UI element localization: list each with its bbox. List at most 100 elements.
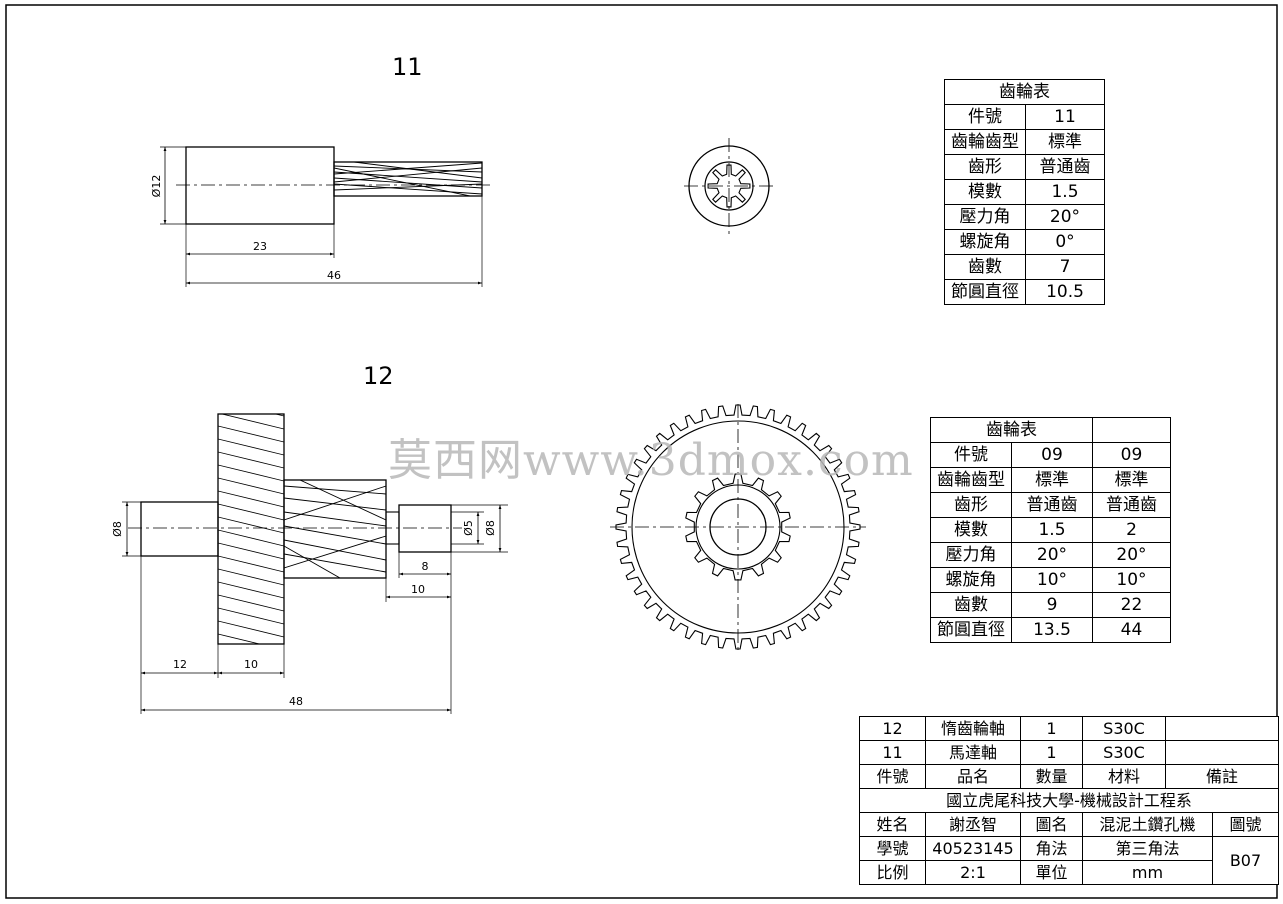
bom-cell: 1 xyxy=(1020,716,1083,741)
name-value: 謝丞智 xyxy=(925,812,1021,837)
bom-cell: 11 xyxy=(859,740,926,765)
id-value: 40523145 xyxy=(925,836,1021,861)
part12-dim-len-hub2: 10 xyxy=(411,583,425,596)
gear-tooth-line xyxy=(218,529,284,547)
table-cell: 10° xyxy=(1092,567,1171,593)
table-cell: 壓力角 xyxy=(944,204,1026,230)
table-cell: 0° xyxy=(1025,229,1105,255)
gear-tooth-line xyxy=(218,503,284,521)
bom-cell: 馬達軸 xyxy=(925,740,1021,765)
table-cell: 齒數 xyxy=(944,254,1026,280)
part11-label: 11 xyxy=(392,53,423,81)
table-cell: 標準 xyxy=(1011,467,1093,493)
unit-value: mm xyxy=(1082,860,1213,885)
gear-tooth-line xyxy=(218,607,284,625)
gear-tooth-line xyxy=(218,438,284,456)
part12-dim-d-small: Ø5 xyxy=(462,520,475,536)
table-cell: 模數 xyxy=(930,517,1012,543)
scale-value: 2:1 xyxy=(925,860,1021,885)
bom-cell: S30C xyxy=(1082,740,1166,765)
table-cell: 44 xyxy=(1092,617,1171,643)
idler-shaft-side-view xyxy=(122,413,508,714)
table-cell: 09 xyxy=(1092,442,1171,468)
table-cell: 20° xyxy=(1025,204,1105,230)
table-cell: 齒輪齒型 xyxy=(930,467,1012,493)
table-cell: 22 xyxy=(1092,592,1171,618)
gear-tooth-line xyxy=(218,594,284,612)
scale-label: 比例 xyxy=(859,860,926,885)
gear-tooth-line xyxy=(218,477,284,495)
table-cell: 普通齒 xyxy=(1011,492,1093,518)
part11-dim-len1: 23 xyxy=(253,240,267,253)
part12-dim-len-total: 48 xyxy=(289,695,303,708)
gear-tooth-line xyxy=(218,555,284,573)
table-cell: 普通齒 xyxy=(1092,492,1171,518)
school-name: 國立虎尾科技大學-機械設計工程系 xyxy=(859,788,1279,813)
table-cell xyxy=(1092,417,1171,443)
id-label: 學號 xyxy=(859,836,926,861)
part12-dim-d-right: Ø8 xyxy=(484,520,497,536)
part12-dim-len-shaft: 12 xyxy=(173,658,187,671)
table-cell: 螺旋角 xyxy=(930,567,1012,593)
table-cell: 9 xyxy=(1011,592,1093,618)
gear-table-title: 齒輪表 xyxy=(930,417,1093,443)
gear-tooth-line xyxy=(218,490,284,508)
gear-tooth-line xyxy=(218,568,284,586)
table-cell: 模數 xyxy=(944,179,1026,205)
part11-dim-diameter: Ø12 xyxy=(150,175,163,198)
motor-shaft-end-view xyxy=(684,138,774,234)
watermark: 莫西网www.3dmox.com xyxy=(388,435,914,486)
table-cell: 齒輪齒型 xyxy=(944,129,1026,155)
table-cell: 13.5 xyxy=(1011,617,1093,643)
bom-cell: 惰齒輪軸 xyxy=(925,716,1021,741)
angle-label: 角法 xyxy=(1020,836,1083,861)
bom-header: 備註 xyxy=(1165,764,1279,789)
name-label: 姓名 xyxy=(859,812,926,837)
angle-value: 第三角法 xyxy=(1082,836,1213,861)
table-cell: 齒數 xyxy=(930,592,1012,618)
table-cell: 普通齒 xyxy=(1025,154,1105,180)
number-value: B07 xyxy=(1212,836,1279,885)
table-cell: 7 xyxy=(1025,254,1105,280)
idler-gear-end-view xyxy=(610,404,866,652)
part12-dim-len-gear: 10 xyxy=(244,658,258,671)
bom-cell: S30C xyxy=(1082,716,1166,741)
gear-tooth-line xyxy=(218,620,284,638)
table-cell: 件號 xyxy=(944,104,1026,130)
table-cell: 10° xyxy=(1011,567,1093,593)
title-block: 12 惰齒輪軸 1 S30C 11 馬達軸 1 S30C 件號 品名 數量 材料… xyxy=(859,716,1279,885)
bom-cell: 1 xyxy=(1020,740,1083,765)
table-cell: 標準 xyxy=(1025,129,1105,155)
gear-tooth-line xyxy=(218,581,284,599)
unit-label: 單位 xyxy=(1020,860,1083,885)
bom-header: 品名 xyxy=(925,764,1021,789)
table-cell: 20° xyxy=(1011,542,1093,568)
sheet-border xyxy=(5,4,1278,899)
bom-cell xyxy=(1165,740,1279,765)
table-cell: 齒形 xyxy=(930,492,1012,518)
table-cell: 10.5 xyxy=(1025,279,1105,305)
bom-cell xyxy=(1165,716,1279,741)
gear-tooth-line xyxy=(218,464,284,482)
table-cell: 2 xyxy=(1092,517,1171,543)
motor-shaft-side-view xyxy=(160,146,492,287)
table-cell: 09 xyxy=(1011,442,1093,468)
part12-label: 12 xyxy=(363,362,394,390)
gear-tooth-line xyxy=(218,542,284,560)
table-cell: 20° xyxy=(1092,542,1171,568)
number-label: 圖號 xyxy=(1212,812,1279,837)
bom-cell: 12 xyxy=(859,716,926,741)
table-cell: 件號 xyxy=(930,442,1012,468)
bom-header: 材料 xyxy=(1082,764,1166,789)
table-cell: 標準 xyxy=(1092,467,1171,493)
drawing-value: 混泥土鑽孔機 xyxy=(1082,812,1213,837)
gear-tooth-line xyxy=(218,425,284,443)
table-cell: 節圓直徑 xyxy=(944,279,1026,305)
table-cell: 節圓直徑 xyxy=(930,617,1012,643)
table-cell: 螺旋角 xyxy=(944,229,1026,255)
gear-tooth-line xyxy=(218,633,262,644)
table-cell: 11 xyxy=(1025,104,1105,130)
